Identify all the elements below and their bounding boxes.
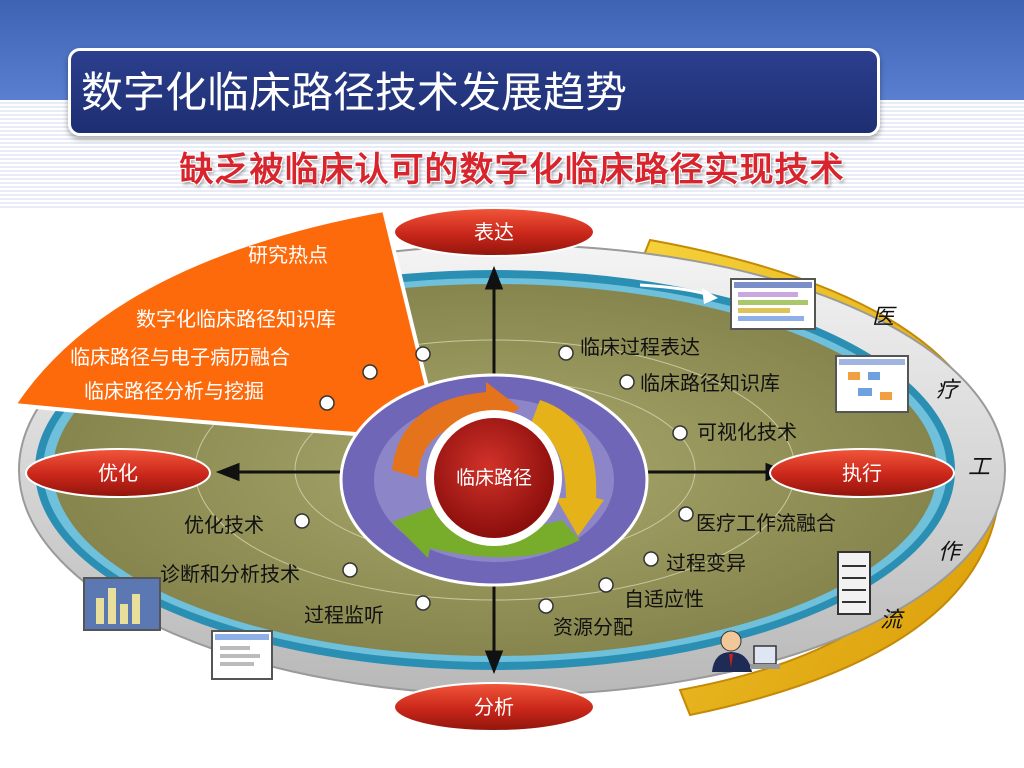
page-subtitle: 缺乏被临床认可的数字化临床路径实现技术 <box>179 150 845 190</box>
pill-left <box>25 448 211 498</box>
pill-top <box>393 207 595 257</box>
screen-thumbnail-3 <box>83 577 161 631</box>
title-box: 数字化临床路径技术发展趋势 <box>68 48 880 136</box>
pill-bottom <box>393 682 595 732</box>
axis-right-label: 执行 <box>842 461 882 485</box>
bullet-dots <box>294 345 694 614</box>
lower-right-item-1: 医疗工作流融合 <box>696 511 836 535</box>
workflow-char-4: 作 <box>938 540 961 565</box>
research-item-2: 临床路径与电子病历融合 <box>70 345 290 369</box>
workflow-char-1: 医 <box>872 305 895 330</box>
lower-left-item-2: 诊断和分析技术 <box>160 562 300 586</box>
server-icon <box>837 551 871 615</box>
research-item-1: 数字化临床路径知识库 <box>136 307 336 331</box>
axis-left-label: 优化 <box>98 461 138 485</box>
user-at-computer-icon <box>712 630 780 672</box>
upper-right-item-2: 临床路径知识库 <box>640 371 780 395</box>
screen-thumbnail-2 <box>835 355 909 413</box>
cycle-arrow-orange <box>392 382 520 478</box>
axis-top-label: 表达 <box>474 220 514 244</box>
lower-left-item-1: 优化技术 <box>184 513 264 537</box>
upper-right-item-1: 临床过程表达 <box>580 335 700 359</box>
lower-left-item-3: 过程监听 <box>304 603 384 627</box>
pill-right <box>769 448 955 498</box>
screen-thumbnail-4 <box>211 630 273 680</box>
workflow-char-5: 流 <box>880 608 903 633</box>
research-heading: 研究热点 <box>248 243 328 267</box>
research-item-3: 临床路径分析与挖掘 <box>84 379 264 403</box>
workflow-char-2: 疗 <box>936 378 959 403</box>
research-wedge <box>10 207 443 443</box>
cycle-arrow-gold <box>530 400 604 536</box>
page-title: 数字化临床路径技术发展趋势 <box>81 68 628 117</box>
lower-right-item-3: 自适应性 <box>624 587 704 611</box>
axis-bottom-label: 分析 <box>474 695 514 719</box>
center-label: 临床路径 <box>455 467 532 489</box>
upper-right-item-3: 可视化技术 <box>697 420 797 444</box>
center-core <box>434 418 554 538</box>
lower-right-item-4: 资源分配 <box>553 615 633 639</box>
screen-thumbnail-1 <box>730 278 816 330</box>
lower-right-item-2: 过程变异 <box>666 551 746 575</box>
workflow-char-3: 工 <box>968 455 991 480</box>
